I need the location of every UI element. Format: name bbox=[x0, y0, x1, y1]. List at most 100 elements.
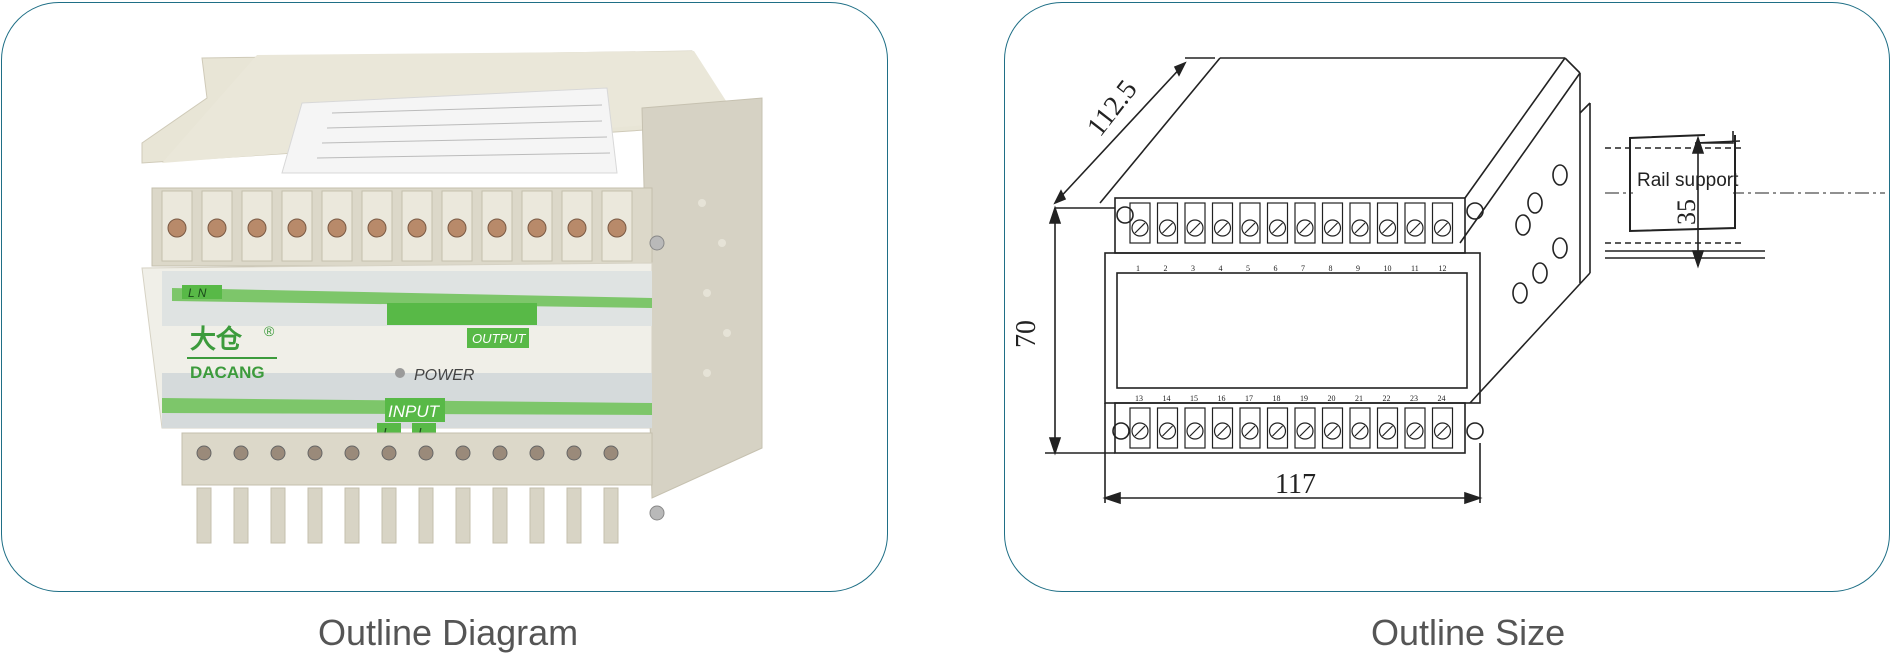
photo-bottom-terminal-screw bbox=[566, 445, 582, 461]
drawing-top-terminal bbox=[1156, 202, 1179, 244]
drawing-top-terminal-screw bbox=[1296, 219, 1314, 237]
drawing-top-terminal-number: 9 bbox=[1356, 264, 1360, 273]
drawing-top-terminal-number: 12 bbox=[1439, 264, 1447, 273]
top-label-sticker bbox=[281, 87, 618, 174]
brand-cn: 大仓 bbox=[190, 324, 243, 354]
bottom-terminals bbox=[196, 445, 619, 544]
drawing-top-terminal-screw bbox=[1186, 219, 1204, 237]
photo-bottom-terminal-screw bbox=[492, 445, 508, 461]
side-screw-top bbox=[649, 235, 665, 251]
drawing-top-terminal-screw bbox=[1158, 219, 1177, 237]
photo-top-terminal-screw bbox=[567, 218, 587, 238]
drawing-bottom-terminal bbox=[1431, 407, 1454, 449]
photo-bottom-pin bbox=[196, 487, 212, 544]
photo-bottom-terminal-screw bbox=[381, 445, 397, 461]
front-window bbox=[1116, 272, 1468, 389]
photo-bottom-pin bbox=[603, 487, 619, 544]
photo-bottom-pin bbox=[492, 487, 508, 544]
drawing-top-terminal-screw bbox=[1351, 219, 1369, 237]
drawing-top-terminal bbox=[1129, 202, 1151, 244]
drawing-bottom-terminal bbox=[1266, 407, 1289, 449]
photo-top-terminal-screw bbox=[527, 218, 547, 238]
drawing-bottom-terminal-screw bbox=[1158, 422, 1177, 440]
photo-top-terminal-screw bbox=[607, 218, 627, 238]
front-top-terminal-strip bbox=[1114, 197, 1466, 254]
drawing-bottom-terminal-screw bbox=[1268, 422, 1287, 440]
drawing-top-terminal bbox=[1294, 202, 1316, 244]
photo-bottom-pin bbox=[307, 487, 323, 544]
drawing-bottom-terminal-number: 17 bbox=[1245, 394, 1253, 403]
drawing-bottom-terminal-screw bbox=[1213, 422, 1232, 440]
photo-bottom-terminal-screw bbox=[233, 445, 249, 461]
drawing-bottom-terminal bbox=[1321, 407, 1344, 449]
drawing-bottom-terminal bbox=[1239, 407, 1261, 449]
photo-bottom-pin bbox=[233, 487, 249, 544]
drawing-bottom-terminal-screw bbox=[1131, 422, 1149, 440]
photo-bottom-terminal-screw bbox=[344, 445, 360, 461]
drawing-top-terminal bbox=[1211, 202, 1234, 244]
drawing-bottom-terminal bbox=[1211, 407, 1234, 449]
drawing-bottom-terminal-number: 18 bbox=[1273, 394, 1281, 403]
photo-top-terminal-screw bbox=[327, 218, 347, 238]
drawing-top-terminal-screw bbox=[1241, 219, 1259, 237]
drawing-bottom-terminal bbox=[1294, 407, 1316, 449]
drawing-top-terminal-screw bbox=[1131, 219, 1149, 237]
drawing-bottom-terminal-screw bbox=[1378, 422, 1397, 440]
drawing-top-terminal-screw bbox=[1406, 219, 1424, 237]
ln-label: L N bbox=[188, 286, 207, 300]
bottom-terminal-block bbox=[181, 432, 653, 486]
dim-depth-line bbox=[1054, 62, 1186, 204]
dim-depth-value: 112.5 bbox=[1081, 74, 1144, 142]
photo-bottom-terminal-screw bbox=[418, 445, 434, 461]
photo-bottom-terminal-screw bbox=[307, 445, 323, 461]
drawing-bottom-terminal-screw bbox=[1406, 422, 1424, 440]
dim-rail-value: 35 bbox=[1672, 199, 1701, 225]
drawing-bottom-terminal-screw bbox=[1351, 422, 1369, 440]
drawing-bottom-terminal-screw bbox=[1186, 422, 1204, 440]
output-label: OUTPUT bbox=[472, 331, 527, 346]
device-illustration: L N OUTPUT INPUT I I 大仓 ® DACANG POWER bbox=[141, 50, 763, 544]
corner-screw-tr bbox=[1466, 202, 1484, 220]
drawing-top-terminal bbox=[1349, 202, 1371, 244]
drawing-bottom-terminal-number: 19 bbox=[1300, 394, 1308, 403]
drawing-bottom-terminal-number: 24 bbox=[1438, 394, 1446, 403]
drawing-bottom-terminal-number: 20 bbox=[1328, 394, 1336, 403]
drawing-top-terminal-screw bbox=[1323, 219, 1342, 237]
drawing-top-terminal-screw bbox=[1268, 219, 1287, 237]
drawing-bottom-terminal-screw bbox=[1296, 422, 1314, 440]
caption-outline-size: Outline Size bbox=[1371, 612, 1566, 653]
power-label: POWER bbox=[414, 367, 475, 384]
photo-bottom-pin bbox=[344, 487, 360, 544]
corner-screw-tl bbox=[1116, 206, 1134, 224]
drawing-bottom-terminal-number: 13 bbox=[1135, 394, 1143, 403]
drawing-bottom-terminal-number: 14 bbox=[1163, 394, 1171, 403]
drawing-bottom-terminal bbox=[1376, 407, 1399, 449]
caption-outline-diagram: Outline Diagram bbox=[318, 612, 579, 653]
photo-top-terminal-screw bbox=[167, 218, 187, 238]
photo-bottom-pin bbox=[529, 487, 545, 544]
photo-bottom-terminal-screw bbox=[196, 445, 212, 461]
brand-registered: ® bbox=[264, 323, 275, 339]
corner-screw-br bbox=[1466, 422, 1484, 440]
ln-label-bg bbox=[182, 285, 222, 299]
drawing-top-terminal-screw bbox=[1378, 219, 1397, 237]
drawing-top-terminal-number: 6 bbox=[1274, 264, 1278, 273]
drawing-bottom-terminal-screw bbox=[1241, 422, 1259, 440]
drawing-bottom-terminal-number: 23 bbox=[1410, 394, 1418, 403]
photo-bottom-terminal-screw bbox=[529, 445, 545, 461]
input-label-bg bbox=[385, 398, 445, 422]
photo-bottom-pin bbox=[270, 487, 286, 544]
drawing-top-terminal-number: 5 bbox=[1246, 264, 1250, 273]
outline-diagram-panel: L N OUTPUT INPUT I I 大仓 ® DACANG POWER bbox=[1, 2, 888, 592]
drawing-top-terminal-number: 1 bbox=[1136, 264, 1140, 273]
drawing-top-terminal-number: 8 bbox=[1329, 264, 1333, 273]
drawing-top-terminal bbox=[1266, 202, 1289, 244]
drawing-top-terminal-number: 2 bbox=[1164, 264, 1168, 273]
dim-height-value: 70 bbox=[1011, 320, 1042, 348]
front-bottom-terminal-strip bbox=[1114, 402, 1466, 454]
photo-bottom-terminal-screw bbox=[270, 445, 286, 461]
device-side-face bbox=[641, 97, 763, 499]
